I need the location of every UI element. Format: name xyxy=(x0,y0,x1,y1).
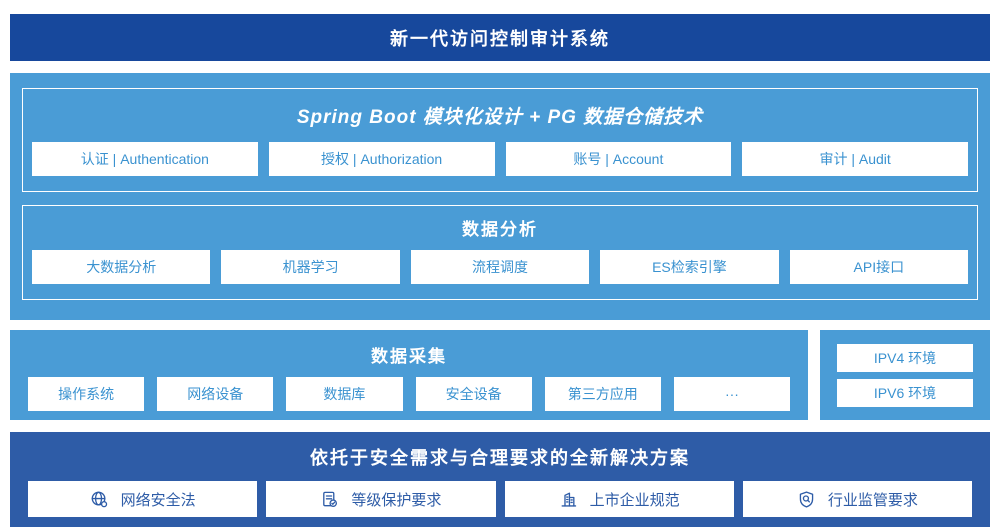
module-account: 账号 | Account xyxy=(505,142,732,176)
spring-module-row: 认证 | Authentication 授权 | Authorization 账… xyxy=(32,142,968,176)
module-machine-learning: 机器学习 xyxy=(221,250,400,284)
env-ipv4: IPV4 环境 xyxy=(837,343,973,372)
data-analysis-title: 数据分析 xyxy=(462,220,538,239)
system-title-banner: 新一代访问控制审计系统 xyxy=(10,14,990,61)
system-title: 新一代访问控制审计系统 xyxy=(390,28,610,49)
module-authorization: 授权 | Authorization xyxy=(268,142,495,176)
platform-section: Spring Boot 模块化设计 + PG 数据仓储技术 认证 | Authe… xyxy=(10,73,990,320)
module-authentication: 认证 | Authentication xyxy=(32,142,258,176)
solution-listed-company-rules: 上市企业规范 xyxy=(504,481,734,517)
env-ipv6: IPV6 环境 xyxy=(837,378,973,407)
analysis-module-row: 大数据分析 机器学习 流程调度 ES检索引擎 API接口 xyxy=(32,250,969,284)
data-analysis-subsection: 数据分析 大数据分析 机器学习 流程调度 ES检索引擎 API接口 xyxy=(22,205,978,300)
data-collection-row: 数据采集 操作系统 网络设备 数据库 安全设备 第三方应用 ··· IPV4 环… xyxy=(10,330,990,420)
solution-label: 网络安全法 xyxy=(120,491,196,509)
module-es-search-engine: ES检索引擎 xyxy=(600,250,779,284)
data-source-row: 操作系统 网络设备 数据库 安全设备 第三方应用 ··· xyxy=(28,377,791,411)
building-icon xyxy=(559,490,578,509)
module-audit: 审计 | Audit xyxy=(742,142,968,176)
spring-boot-subsection: Spring Boot 模块化设计 + PG 数据仓储技术 认证 | Authe… xyxy=(22,88,978,192)
solution-classified-protection: 等级保护要求 xyxy=(266,481,496,517)
solution-title: 依托于安全需求与合理要求的全新解决方案 xyxy=(310,448,690,468)
solution-label: 等级保护要求 xyxy=(351,491,442,509)
solution-cybersecurity-law: 网络安全法 xyxy=(28,481,258,517)
document-check-icon xyxy=(320,490,339,509)
data-collection-title: 数据采集 xyxy=(371,347,447,366)
solution-industry-regulation: 行业监管要求 xyxy=(742,481,972,517)
solution-row: 网络安全法 等级保护要求 xyxy=(28,481,972,517)
source-operating-system: 操作系统 xyxy=(28,377,145,411)
source-security-device: 安全设备 xyxy=(415,377,532,411)
shield-search-icon xyxy=(797,490,816,509)
module-bigdata-analysis: 大数据分析 xyxy=(32,250,211,284)
solution-label: 上市企业规范 xyxy=(589,491,680,509)
globe-icon xyxy=(90,490,109,509)
module-api-interface: API接口 xyxy=(789,250,969,284)
solution-section: 依托于安全需求与合理要求的全新解决方案 网络安全法 xyxy=(10,432,990,527)
source-ellipsis: ··· xyxy=(673,377,791,411)
module-workflow-scheduling: 流程调度 xyxy=(410,250,590,284)
solution-label: 行业监管要求 xyxy=(827,491,918,509)
source-database: 数据库 xyxy=(286,377,403,411)
source-third-party-app: 第三方应用 xyxy=(544,377,661,411)
network-environment-panel: IPV4 环境 IPV6 环境 xyxy=(820,330,990,420)
source-network-device: 网络设备 xyxy=(157,377,274,411)
data-collection-section: 数据采集 操作系统 网络设备 数据库 安全设备 第三方应用 ··· xyxy=(10,330,808,420)
spring-boot-title: Spring Boot 模块化设计 + PG 数据仓储技术 xyxy=(296,107,704,128)
